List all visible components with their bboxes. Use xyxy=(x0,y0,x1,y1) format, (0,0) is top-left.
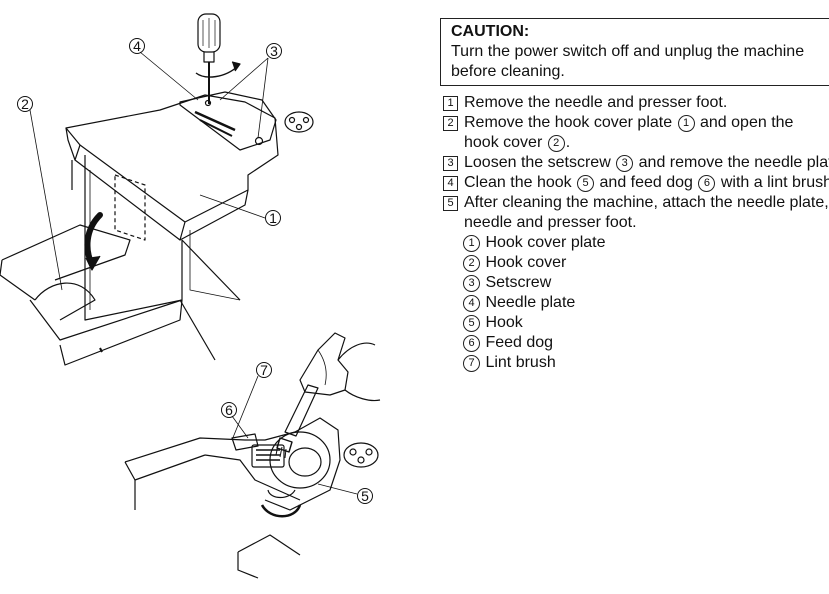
machine-bed-upper xyxy=(30,95,278,365)
hand xyxy=(300,333,380,401)
part-number: 3 xyxy=(463,275,480,292)
ref-number: 5 xyxy=(577,175,594,192)
part-label: Lint brush xyxy=(485,354,555,371)
needle-plate-detail xyxy=(285,112,313,132)
svg-text:7: 7 xyxy=(260,362,268,378)
caution-line-1: Turn the power switch off and unplug the… xyxy=(451,42,824,62)
callout-4: 4 xyxy=(130,38,145,54)
ref-number: 3 xyxy=(616,155,633,172)
callout-5: 5 xyxy=(358,488,373,504)
step-text: Remove the needle and presser foot. xyxy=(464,94,727,111)
part-number: 6 xyxy=(463,335,480,352)
callout-2: 2 xyxy=(18,96,33,112)
part-label: Hook cover xyxy=(485,254,566,271)
part-item: 5 Hook xyxy=(443,313,829,333)
callout-7: 7 xyxy=(257,362,272,378)
part-number: 4 xyxy=(463,295,480,312)
part-item: 3 Setscrew xyxy=(443,273,829,293)
part-label: Needle plate xyxy=(485,294,575,311)
step-text: Clean the hook xyxy=(464,174,576,191)
svg-text:5: 5 xyxy=(361,488,369,504)
part-number: 2 xyxy=(463,255,480,272)
instruction-steps: 1 Remove the needle and presser foot. 2 Re… xyxy=(443,93,829,373)
step-text: Loosen the setscrew xyxy=(464,154,615,171)
step-number: 1 xyxy=(443,96,458,111)
step-5: 5 After cleaning the machine, attach the … xyxy=(443,193,829,213)
step-number: 3 xyxy=(443,156,458,171)
step-text: with a lint brush xyxy=(716,174,829,191)
ref-number: 1 xyxy=(678,115,695,132)
part-label: Setscrew xyxy=(485,274,551,291)
screwdriver xyxy=(196,14,240,104)
feed-dog xyxy=(232,434,284,467)
step-2: 2 Remove the hook cover plate 1 and open … xyxy=(443,113,829,133)
step-number: 2 xyxy=(443,116,458,131)
machine-bed-lower xyxy=(125,418,340,578)
caution-box: CAUTION: Turn the power switch off and u… xyxy=(440,18,829,86)
part-number: 5 xyxy=(463,315,480,332)
step-text: and feed dog xyxy=(595,174,697,191)
step-number: 5 xyxy=(443,196,458,211)
part-item: 4 Needle plate xyxy=(443,293,829,313)
step-text: After cleaning the machine, attach the n… xyxy=(464,194,829,211)
part-item: 7 Lint brush xyxy=(443,353,829,373)
step-text: hook cover xyxy=(464,134,547,151)
parts-legend: 1 Hook cover plate 2 Hook cover 3 Setscr… xyxy=(443,233,829,373)
ref-number: 6 xyxy=(698,175,715,192)
step-5-continued: needle and presser foot. xyxy=(443,213,829,233)
part-label: Hook cover plate xyxy=(485,234,605,251)
ref-number: 2 xyxy=(548,135,565,152)
step-text: needle and presser foot. xyxy=(464,214,637,231)
part-number: 1 xyxy=(463,235,480,252)
step-4: 4 Clean the hook 5 and feed dog 6 with a … xyxy=(443,173,829,193)
part-item: 6 Feed dog xyxy=(443,333,829,353)
svg-text:6: 6 xyxy=(225,402,233,418)
hook-detail xyxy=(344,443,378,467)
step-text: and remove the needle plate xyxy=(634,154,829,171)
part-label: Hook xyxy=(485,314,522,331)
callout-3: 3 xyxy=(267,43,282,59)
callout-1: 1 xyxy=(266,210,281,226)
part-number: 7 xyxy=(463,355,480,372)
cleaning-illustration: 4 3 2 1 7 6 5 xyxy=(0,0,420,594)
part-item: 1 Hook cover plate xyxy=(443,233,829,253)
part-item: 2 Hook cover xyxy=(443,253,829,273)
needle-plate xyxy=(180,92,276,150)
svg-text:2: 2 xyxy=(21,96,29,112)
part-label: Feed dog xyxy=(485,334,553,351)
step-text: and open the xyxy=(696,114,794,131)
svg-text:1: 1 xyxy=(269,210,277,226)
step-text: Remove the hook cover plate xyxy=(464,114,677,131)
callout-6: 6 xyxy=(222,402,237,418)
step-number: 4 xyxy=(443,176,458,191)
step-text: . xyxy=(566,134,570,151)
svg-text:4: 4 xyxy=(133,38,141,54)
lint-brush xyxy=(276,385,318,458)
svg-text:3: 3 xyxy=(270,43,278,59)
step-2-continued: hook cover 2. xyxy=(443,133,829,153)
step-1: 1 Remove the needle and presser foot. xyxy=(443,93,829,113)
caution-title: CAUTION: xyxy=(451,22,824,42)
caution-line-2: before cleaning. xyxy=(451,62,824,82)
